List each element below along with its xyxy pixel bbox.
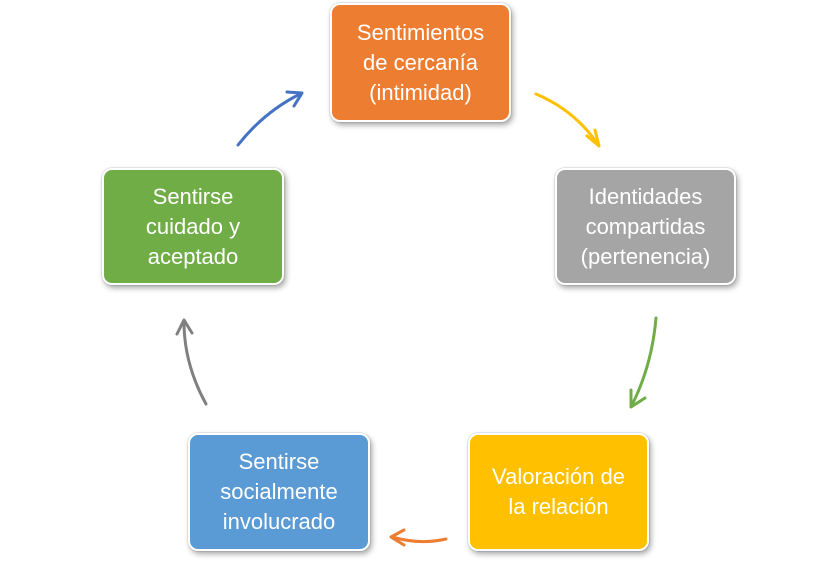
arrow-pertenencia-to-valoracion bbox=[630, 316, 658, 407]
arrow-involucrado-to-aceptado bbox=[182, 320, 208, 406]
arrowhead-valoracion-to-involucrado bbox=[389, 528, 406, 547]
arrowhead-aceptado-to-intimidad bbox=[285, 90, 304, 108]
arrowhead-pertenencia-to-valoracion bbox=[629, 388, 647, 409]
node-valoracion-de-la-relacion: Valoración de la relación bbox=[468, 433, 649, 551]
node-identidades-compartidas: Identidades compartidas (pertenencia) bbox=[555, 168, 736, 285]
arrow-intimidad-to-pertenencia bbox=[534, 92, 599, 145]
node-sentimientos-de-cercania: Sentimientos de cercanía (intimidad) bbox=[330, 3, 511, 122]
arrow-valoracion-to-involucrado bbox=[390, 535, 448, 544]
arrowhead-involucrado-to-aceptado bbox=[175, 318, 194, 336]
arrowhead-intimidad-to-pertenencia bbox=[585, 128, 601, 148]
node-sentirse-cuidado-y-aceptado: Sentirse cuidado y aceptado bbox=[102, 168, 284, 285]
node-sentirse-socialmente-involucrado: Sentirse socialmente involucrado bbox=[188, 433, 370, 551]
arrow-aceptado-to-intimidad bbox=[236, 92, 302, 147]
